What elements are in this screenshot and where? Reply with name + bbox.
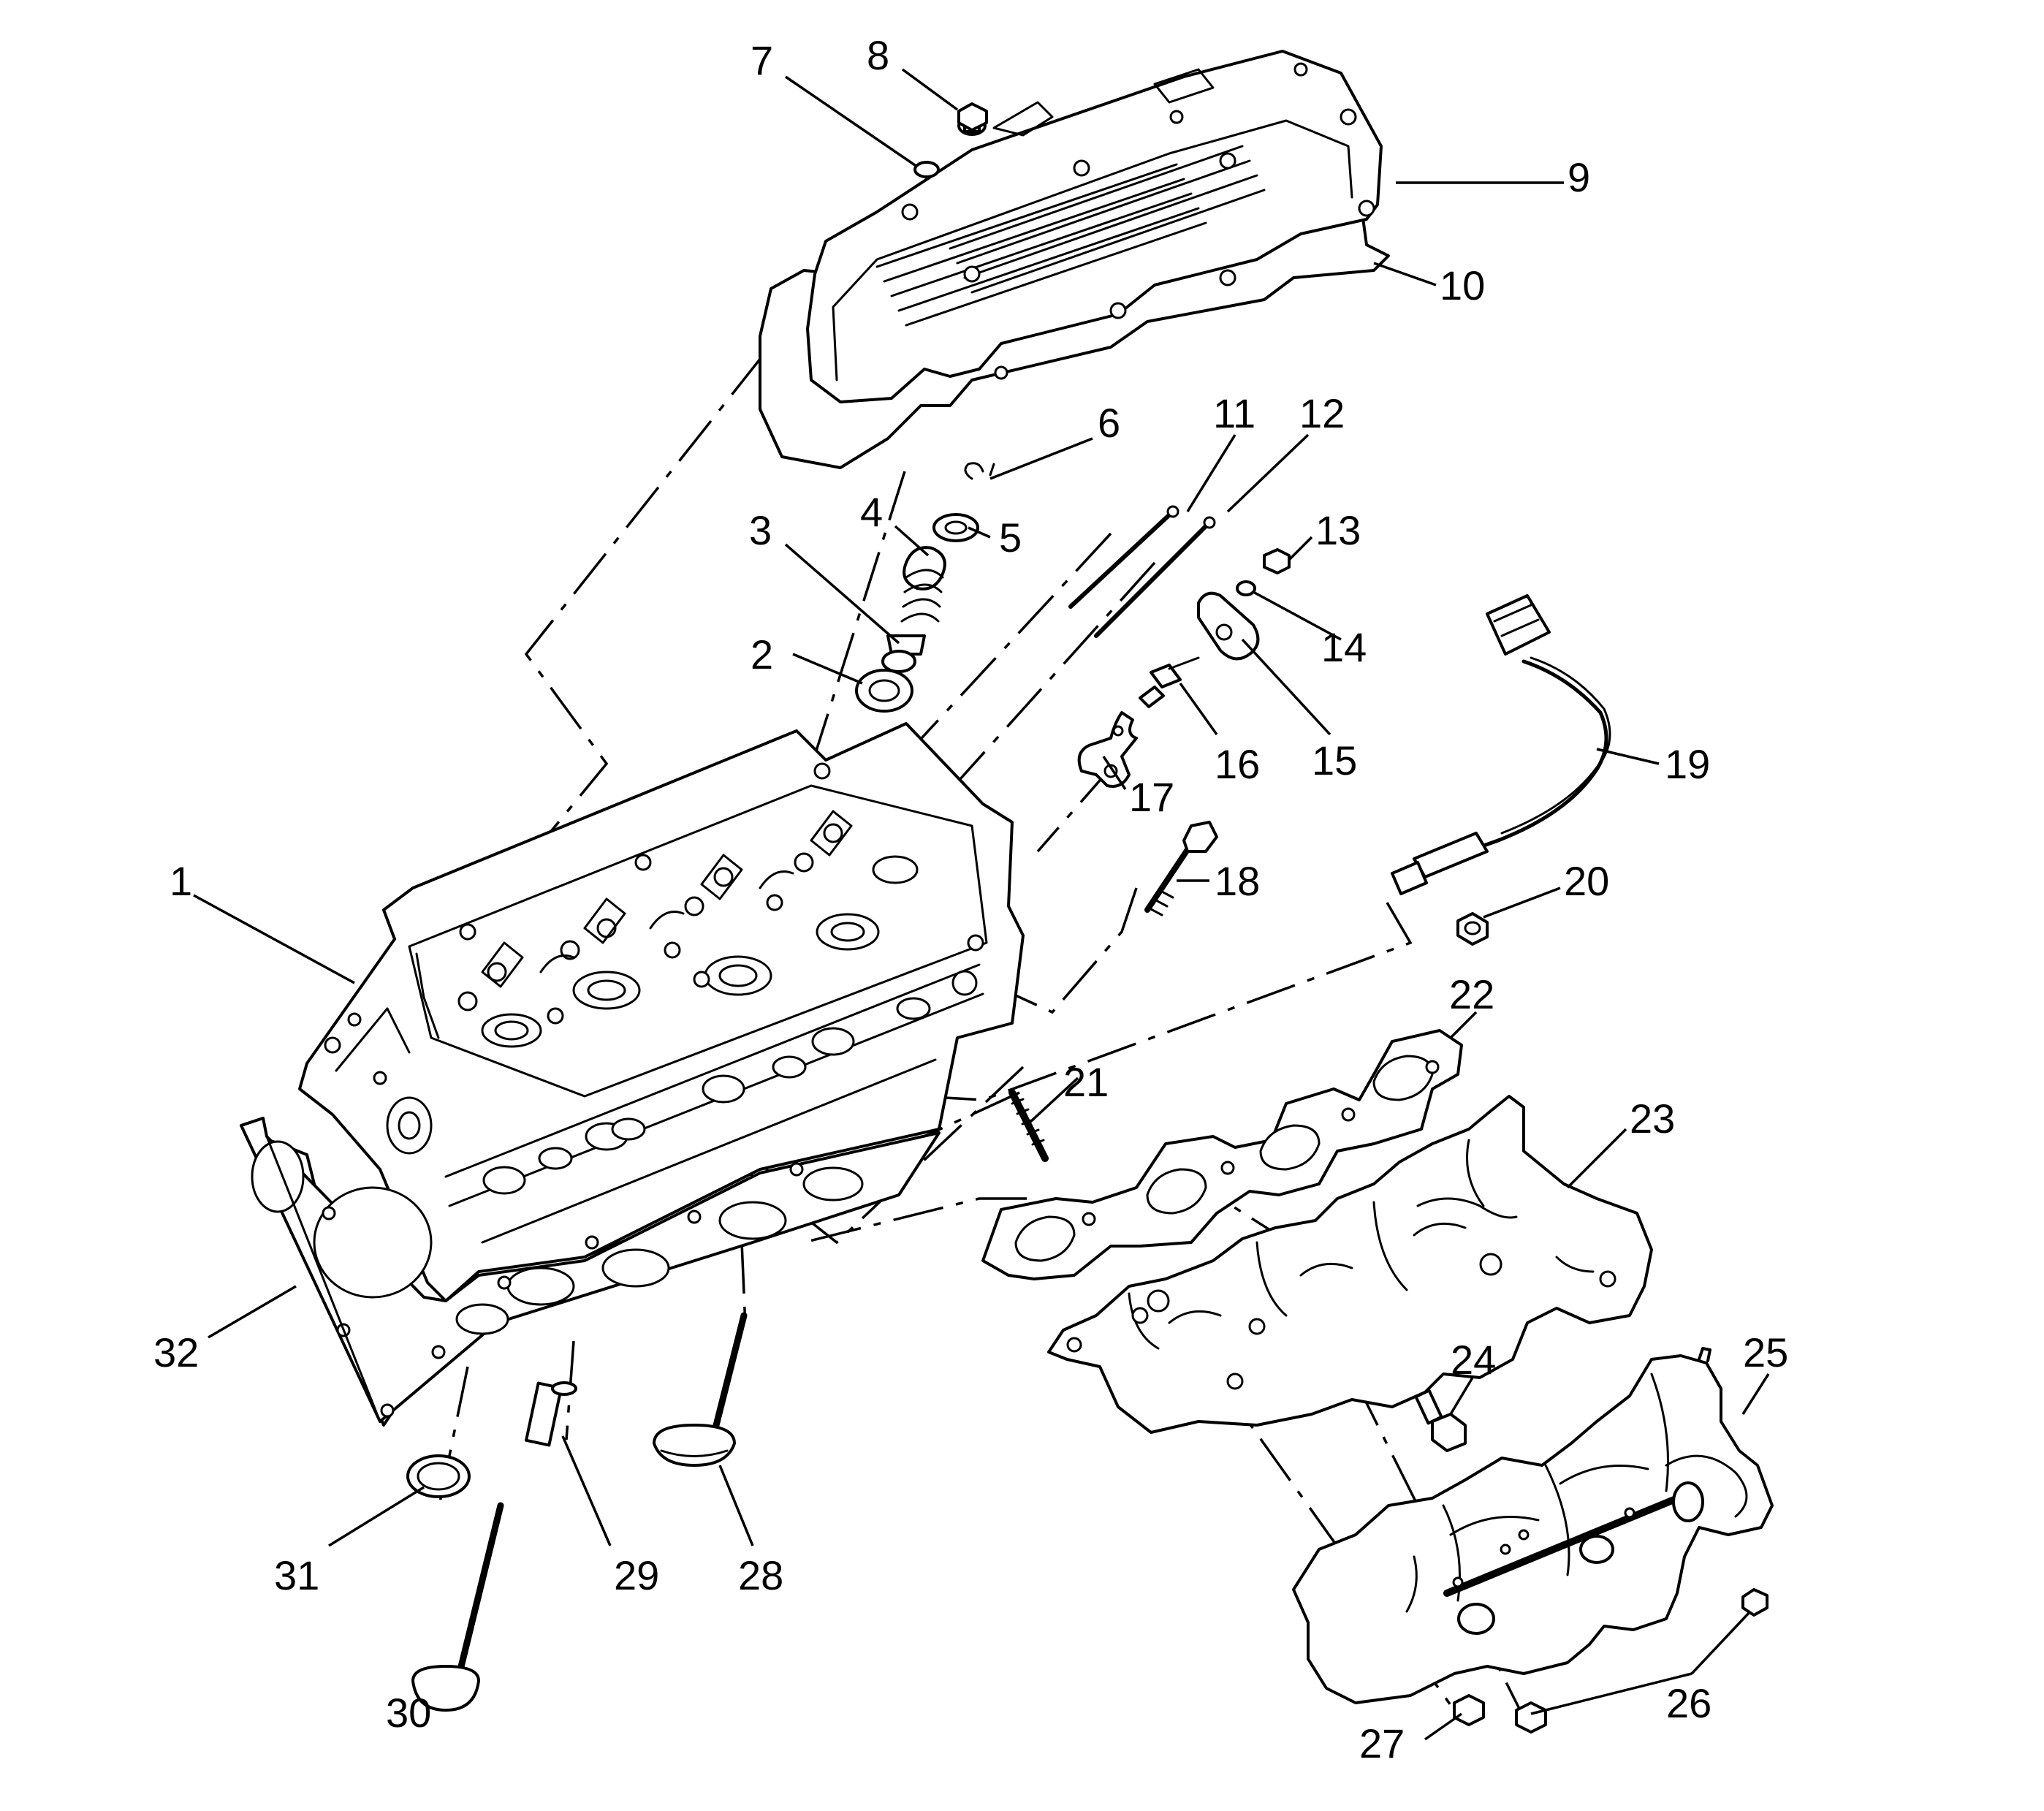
callout-31: 31 — [274, 1552, 319, 1598]
exhaust-manifold-gasket — [981, 1029, 1463, 1280]
head-gasket — [240, 1117, 941, 1427]
callout-1: 1 — [170, 858, 192, 904]
callout-5: 5 — [999, 515, 1022, 561]
callout-22: 22 — [1449, 971, 1494, 1017]
callout-32: 32 — [153, 1329, 199, 1375]
manifold-bolt — [1414, 1389, 1467, 1452]
callout-16: 16 — [1215, 741, 1260, 787]
callout-27: 27 — [1359, 1720, 1405, 1766]
callout-9: 9 — [1568, 154, 1590, 200]
cover-bolt-and-grommet — [913, 102, 988, 178]
pushrods — [1068, 505, 1216, 638]
callout-10: 10 — [1440, 262, 1485, 308]
callout-21: 21 — [1063, 1059, 1109, 1105]
callout-6: 6 — [1098, 400, 1120, 446]
intake-valve — [411, 1381, 577, 1712]
head-bolt — [1144, 821, 1218, 916]
callout-29: 29 — [614, 1552, 659, 1598]
callout-20: 20 — [1564, 858, 1609, 904]
callout-7: 7 — [751, 37, 773, 83]
callout-26: 26 — [1666, 1680, 1711, 1726]
callout-25: 25 — [1743, 1329, 1788, 1375]
callout-8: 8 — [867, 32, 889, 78]
callout-28: 28 — [738, 1552, 783, 1598]
callout-24: 24 — [1451, 1337, 1496, 1383]
leader-lines — [193, 68, 1770, 1741]
callout-19: 19 — [1665, 741, 1710, 787]
manifold-stud — [1008, 1089, 1049, 1162]
oxygen-sensor — [1391, 594, 1611, 946]
valve-spring-parts — [855, 462, 995, 713]
callout-15: 15 — [1312, 737, 1357, 783]
callout-3: 3 — [749, 507, 772, 553]
callout-12: 12 — [1299, 390, 1345, 436]
exhaust-manifold — [1047, 1095, 1653, 1434]
callout-11: 11 — [1213, 390, 1255, 436]
cylinder-head — [298, 722, 1025, 1302]
callout-18: 18 — [1215, 858, 1260, 904]
callout-labels: 1 2 3 4 5 6 7 8 9 10 11 12 13 14 15 16 1… — [153, 32, 1788, 1766]
callout-14: 14 — [1321, 624, 1367, 670]
callout-17: 17 — [1129, 774, 1174, 820]
callout-30: 30 — [386, 1690, 431, 1736]
callout-4: 4 — [860, 489, 883, 535]
callout-2: 2 — [751, 631, 773, 677]
callout-13: 13 — [1315, 507, 1361, 553]
exhaust-heat-shield — [1292, 1347, 1774, 1704]
callout-23: 23 — [1630, 1096, 1675, 1142]
valve-cover-assembly — [759, 50, 1390, 469]
exhaust-valve — [653, 1312, 748, 1467]
